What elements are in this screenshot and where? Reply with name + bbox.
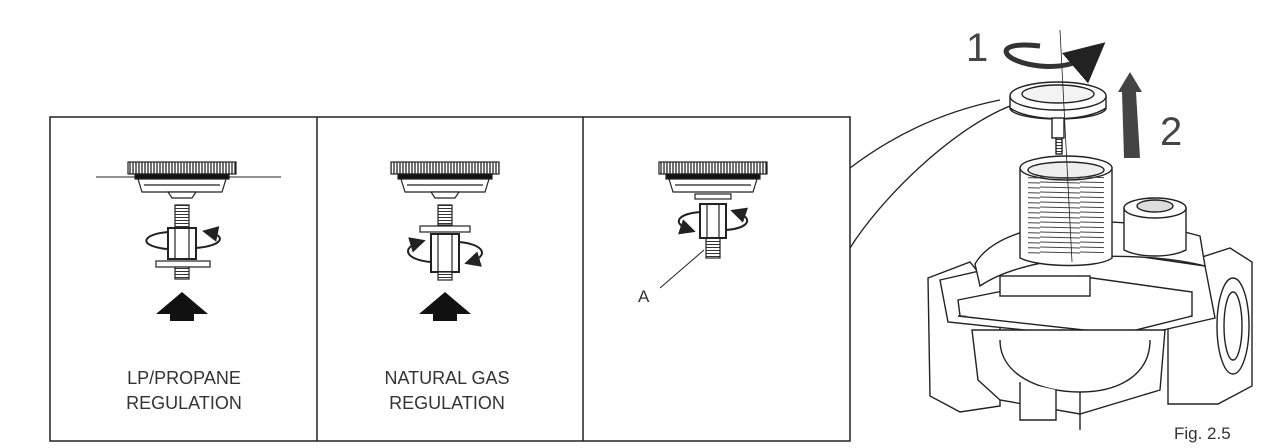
callout-cap-assembly <box>658 161 768 200</box>
callout-a-leader <box>659 249 705 289</box>
ng-adjust-screw <box>419 204 471 281</box>
ng-caption-line2: REGULATION <box>389 393 505 413</box>
callout-adjust-screw <box>699 203 727 259</box>
callout-a-label: A <box>638 287 650 306</box>
figure-label: Fig. 2.5 <box>1174 424 1231 443</box>
lp-caption-line1: LP/PROPANE <box>127 368 241 388</box>
callout-rotate-arrow-icon <box>677 207 749 235</box>
zoom-callout-line <box>849 99 1001 169</box>
panel-frame <box>49 116 851 442</box>
regulator-illustration <box>927 29 1253 430</box>
lp-cap-assembly <box>96 161 281 199</box>
ng-caption-line1: NATURAL GAS <box>384 368 510 388</box>
ng-cap-assembly <box>390 161 500 199</box>
zoom-callout-line-lower <box>849 105 1011 249</box>
ng-rotate-arrow-icon <box>407 237 483 267</box>
step-1-rotate-arrow-icon <box>1003 42 1106 84</box>
ng-regulation-caption: NATURAL GAS REGULATION <box>347 366 547 416</box>
step-2-lift-arrow-icon <box>1118 72 1142 158</box>
lp-rotate-arrow-icon <box>145 226 221 250</box>
step-1-number: 1 <box>966 26 989 70</box>
lp-up-arrow-icon <box>156 292 208 321</box>
lp-regulation-caption: LP/PROPANE REGULATION <box>84 366 284 416</box>
step-2-number: 2 <box>1160 110 1183 154</box>
lp-caption-line2: REGULATION <box>126 393 242 413</box>
lp-adjust-screw <box>155 204 211 280</box>
ng-up-arrow-icon <box>419 292 471 321</box>
